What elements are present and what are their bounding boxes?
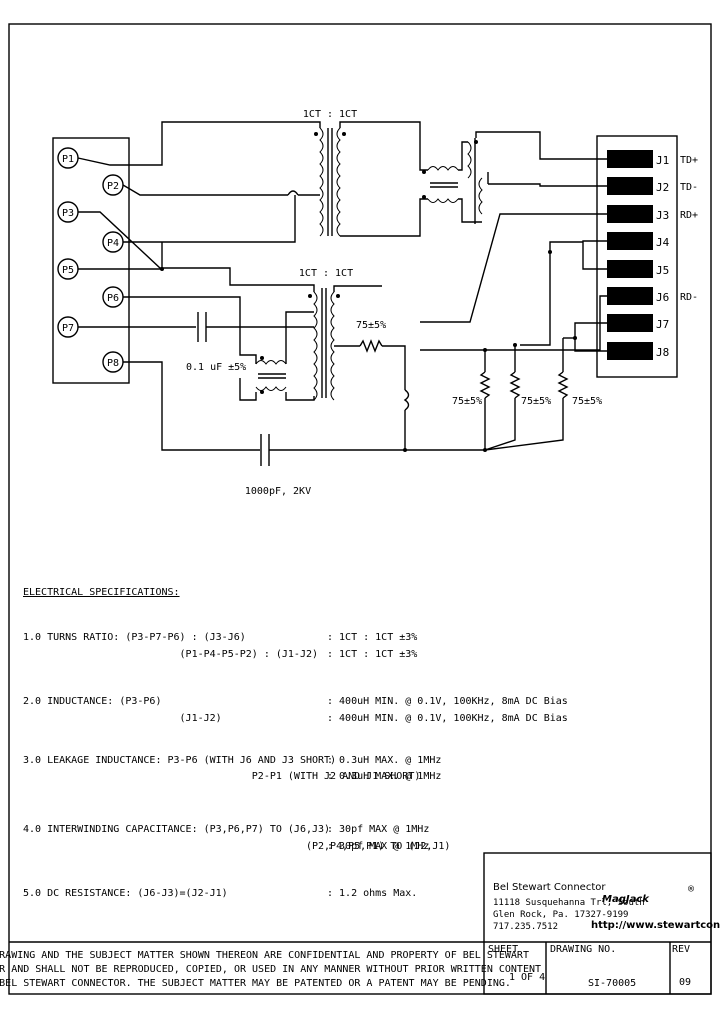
pin-label: P3 bbox=[62, 208, 74, 219]
signal-label: TD- bbox=[680, 182, 698, 193]
company-address-2: Glen Rock, Pa. 17327-9199 bbox=[493, 910, 628, 920]
choke-top bbox=[422, 166, 459, 203]
rev-label: REV bbox=[672, 944, 690, 955]
specs-section: ELECTRICAL SPECIFICATIONS: 1.0 TURNS RAT… bbox=[23, 587, 568, 899]
title-block: Bel Stewart Connector 11118 Susquehanna … bbox=[9, 852, 720, 995]
jack-label: J1 bbox=[656, 154, 669, 167]
magjack-logo: MagJack bbox=[602, 894, 650, 905]
transformer-bottom-label: 1CT : 1CT bbox=[299, 268, 353, 279]
pin-block bbox=[52, 137, 130, 384]
drawing-label: DRAWING NO. bbox=[550, 944, 616, 955]
spec-right: : 400uH MIN. @ 0.1V, 100KHz, 8mA DC Bias bbox=[327, 713, 568, 724]
spec-right: : 1CT : 1CT ±3% bbox=[327, 649, 417, 660]
jack-labels: J1 J2 J3 J4 J5 J6 J7 J8 bbox=[656, 154, 670, 359]
spec-right: : 30pf MAX @ 1MHz bbox=[327, 841, 429, 852]
signal-label: RD+ bbox=[680, 210, 698, 221]
spec-left: 1.0 TURNS RATIO: (P3-P7-P6) : (J3-J6) bbox=[23, 632, 246, 643]
spec-left: (J1-J2) bbox=[23, 713, 222, 724]
res-b-label: 75±5% bbox=[521, 396, 551, 407]
pin-label: P4 bbox=[107, 238, 119, 249]
website: http://www.stewartconnector.com bbox=[591, 920, 720, 931]
jack-block bbox=[596, 135, 678, 378]
notice-line-1: THIS DRAWING AND THE SUBJECT MATTER SHOW… bbox=[0, 950, 529, 961]
res-series-label: 75±5% bbox=[356, 320, 386, 331]
signal-label: RD- bbox=[680, 292, 698, 303]
spec-right: : 30pf MAX @ 1MHz bbox=[327, 824, 429, 835]
spec-right: : 400uH MIN. @ 0.1V, 100KHz, 8mA DC Bias bbox=[327, 696, 568, 707]
jack-label: J4 bbox=[656, 236, 670, 249]
cap-hv-label: 1000pF, 2KV bbox=[245, 486, 311, 497]
spec-left: 5.0 DC RESISTANCE: (J6-J3)=(J2-J1) bbox=[23, 888, 228, 899]
jack-label: J5 bbox=[656, 264, 669, 277]
pin-circles: P1 P2 P3 P4 P5 P6 P7 P8 bbox=[57, 147, 124, 373]
pin-label: P1 bbox=[62, 154, 74, 165]
spec-left: 2.0 INDUCTANCE: (P3-P6) bbox=[23, 696, 161, 707]
wires bbox=[77, 121, 607, 466]
transformer-bottom bbox=[308, 288, 340, 401]
spec-left: P2-P1 (WITH J2 AND J1 SHORT) bbox=[23, 771, 420, 782]
sheet-value: 1 OF 4 bbox=[509, 972, 545, 983]
transformer-top-label: 1CT : 1CT bbox=[303, 109, 357, 120]
jack-contacts bbox=[607, 150, 653, 360]
jack-label: J7 bbox=[656, 318, 669, 331]
pin-label: P8 bbox=[107, 358, 119, 369]
confidential-notice: THIS DRAWING AND THE SUBJECT MATTER SHOW… bbox=[0, 950, 541, 989]
company-phone: 717.235.7512 bbox=[493, 922, 558, 932]
coil-top-right bbox=[467, 138, 483, 224]
company-name: Bel Stewart Connector bbox=[493, 882, 606, 893]
res-c-label: 75±5% bbox=[572, 396, 602, 407]
spec-right: : 0.3uH MAX. @ 1MHz bbox=[327, 771, 441, 782]
choke-bottom bbox=[255, 356, 287, 394]
notice-line-3: OF BEL STEWART CONNECTOR. THE SUBJECT MA… bbox=[0, 978, 511, 989]
spec-right: : 0.3uH MAX. @ 1MHz bbox=[327, 755, 441, 766]
spec-left: 3.0 LEAKAGE INDUCTANCE: P3-P6 (WITH J6 A… bbox=[23, 755, 336, 766]
res-a-label: 75±5% bbox=[452, 396, 482, 407]
spec-left: 4.0 INTERWINDING CAPACITANCE: (P3,P6,P7)… bbox=[23, 824, 330, 835]
transformer-top bbox=[314, 127, 346, 237]
specs-heading: ELECTRICAL SPECIFICATIONS: bbox=[23, 587, 180, 598]
jack-label: J8 bbox=[656, 346, 669, 359]
spec-right: : 1.2 ohms Max. bbox=[327, 888, 417, 899]
pin-label: P2 bbox=[107, 181, 119, 192]
pin-label: P5 bbox=[62, 265, 74, 276]
notice-line-2: CONNECTOR AND SHALL NOT BE REPRODUCED, C… bbox=[0, 964, 541, 975]
spec-right: : 1CT : 1CT ±3% bbox=[327, 632, 417, 643]
rev-value: 09 bbox=[679, 977, 691, 988]
drawing-number: SI-70005 bbox=[588, 978, 636, 989]
pin-label: P6 bbox=[107, 293, 119, 304]
jack-label: J6 bbox=[656, 291, 669, 304]
jack-label: J3 bbox=[656, 209, 669, 222]
spec-left: (P2,P4,P5,P1) TO (J2,J1) bbox=[23, 841, 450, 852]
jack-label: J2 bbox=[656, 181, 669, 194]
drawing-border bbox=[8, 23, 712, 995]
cap-small-label: 0.1 uF ±5% bbox=[186, 362, 246, 373]
magjack-logo-mark: ® bbox=[688, 884, 695, 895]
spec-left: (P1-P4-P5-P2) : (J1-J2) bbox=[23, 649, 318, 660]
signal-label: TD+ bbox=[680, 155, 698, 166]
signal-labels: TD+ TD- RD+ RD- bbox=[680, 155, 698, 303]
pin-label: P7 bbox=[62, 323, 74, 334]
company-address-1: 11118 Susquehanna Trl, South bbox=[493, 898, 645, 908]
sheet-label: SHEET bbox=[488, 944, 518, 955]
